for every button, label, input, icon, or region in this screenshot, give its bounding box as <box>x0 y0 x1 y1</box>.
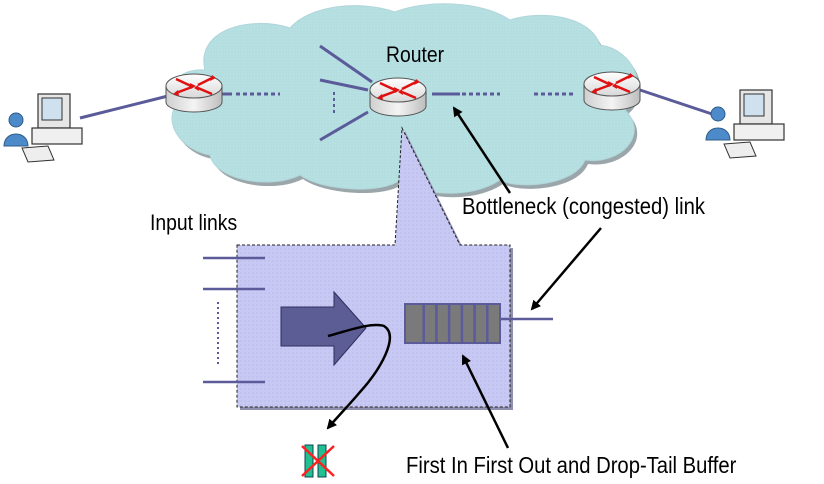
drop-path-arrow <box>326 323 391 430</box>
link-center-in-2 <box>319 78 369 92</box>
bottleneck-pointer-arrow <box>452 106 512 194</box>
fifo-buffer <box>404 303 553 344</box>
buffer-label: First In First Out and Drop-Tail Buffer <box>406 452 737 478</box>
host-left <box>3 93 83 163</box>
link-host-right <box>639 88 713 116</box>
host-right <box>705 89 785 159</box>
router-label: Router <box>386 42 445 67</box>
input-links-label: Input links <box>150 210 238 235</box>
network-links <box>79 44 713 142</box>
user-icon <box>705 106 731 141</box>
forwarding-arrow-icon <box>280 290 367 367</box>
buffer-pointer-arrow <box>461 354 510 449</box>
router-right <box>582 70 642 112</box>
bottleneck-label: Bottleneck (congested) link <box>462 193 706 219</box>
computer-icon <box>21 93 83 163</box>
link-center-in-1 <box>319 44 373 84</box>
router-left <box>164 72 224 114</box>
computer-icon <box>723 89 785 159</box>
link-center-in-3 <box>319 110 369 142</box>
buffer-slots <box>422 304 489 343</box>
user-icon <box>3 112 29 147</box>
link-host-left <box>79 94 169 120</box>
input-links <box>203 256 265 384</box>
bottleneck-pointer-arrow-2 <box>530 227 602 311</box>
dropped-packet-icon <box>301 444 335 478</box>
router-center <box>368 76 428 118</box>
